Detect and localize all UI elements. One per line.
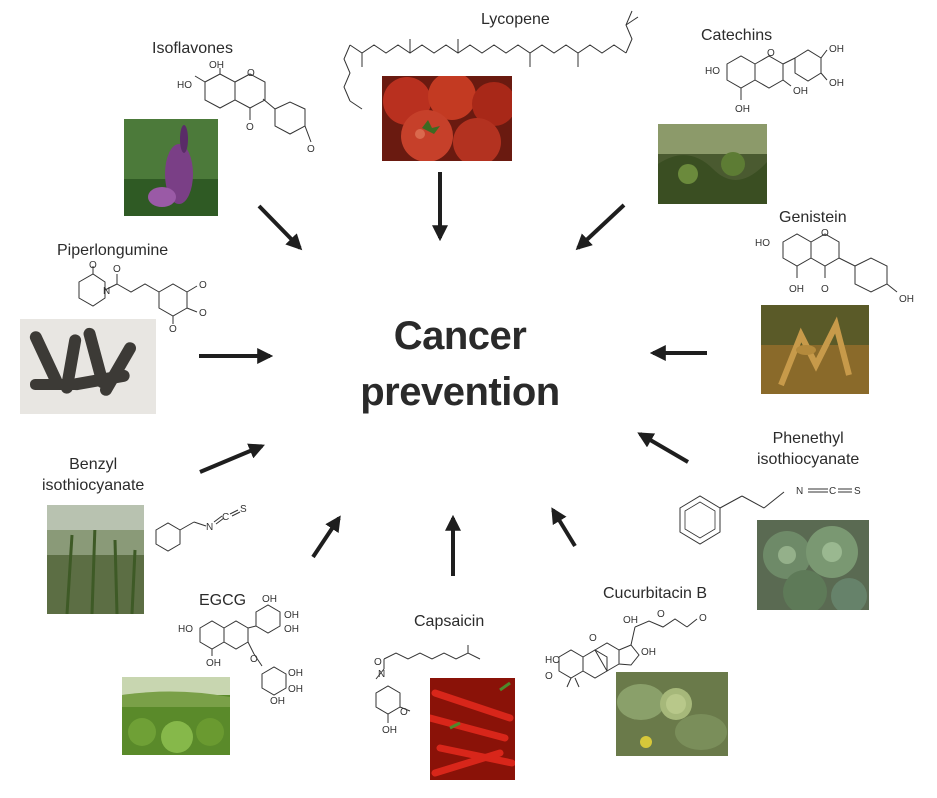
atom-o: O — [589, 633, 597, 644]
structure-catechins: HO OH OH OH OH O — [705, 44, 844, 115]
structure-isoflavones: OH HO O O O — [177, 60, 315, 155]
atom-n: N — [103, 286, 110, 297]
atom-oh: OH — [288, 684, 303, 695]
atom-oh: OH — [382, 725, 397, 736]
atom-o: O — [250, 654, 258, 665]
atom-n: N — [796, 486, 803, 497]
label-benzyl: Benzyl isothiocyanate — [42, 454, 144, 496]
atom-n: N — [206, 522, 213, 533]
atom-oh: OH — [288, 668, 303, 679]
label-phenethyl-line2: isothiocyanate — [757, 451, 860, 468]
atom-oh: OH — [735, 104, 750, 115]
atom-oh: OH — [789, 284, 804, 295]
atom-o: O — [246, 122, 254, 133]
atom-o: O — [89, 260, 97, 271]
label-catechins: Catechins — [701, 27, 773, 44]
atom-o: O — [169, 324, 177, 335]
label-cucurbitacin: Cucurbitacin B — [603, 585, 708, 602]
label-lycopene: Lycopene — [481, 11, 550, 28]
center-title-line1: Cancer — [393, 314, 527, 358]
arrow-phenethyl — [637, 432, 690, 464]
atom-oh: OH — [262, 594, 277, 605]
atom-och3: O — [400, 707, 408, 718]
atom-o: O — [821, 228, 829, 239]
atom-o: O — [699, 613, 707, 624]
arrow-catechins — [575, 203, 626, 251]
atom-oh: OH — [829, 78, 844, 89]
atom-c: C — [829, 486, 836, 497]
photo-isoflavones-plant — [124, 119, 218, 216]
structure-benzyl-isothiocyanate: N C S — [155, 504, 247, 552]
atom-ho: HO — [545, 655, 560, 666]
photo-tea-shrub — [658, 124, 767, 204]
photo-watercress-cabbage — [757, 520, 869, 610]
atom-o: O — [767, 48, 775, 59]
atom-oh: OH — [793, 86, 808, 97]
atom-c: C — [222, 512, 229, 523]
photo-tea-plantation — [122, 677, 230, 755]
photo-chili-peppers — [430, 678, 515, 780]
arrow-isoflavones — [257, 204, 303, 251]
atom-o: O — [247, 68, 255, 79]
label-genistein: Genistein — [779, 209, 847, 226]
atom-oh: OH — [270, 696, 285, 707]
structure-phenethyl-isothiocyanate: N C S — [679, 486, 861, 545]
atom-ho: HO — [755, 238, 770, 249]
label-benzyl-line1: Benzyl — [69, 456, 118, 473]
atom-o: O — [113, 264, 121, 275]
atom-o: O — [374, 657, 382, 668]
atom-oh: OH — [623, 615, 638, 626]
label-benzyl-line2: isothiocyanate — [42, 477, 145, 494]
arrow-cucurbitacin — [551, 507, 577, 548]
atom-o: O — [545, 671, 553, 682]
center-title: Cancer prevention — [330, 308, 590, 420]
atom-oh: OH — [641, 647, 656, 658]
atom-s: S — [854, 486, 861, 497]
atom-o: O — [199, 308, 207, 319]
structure-lycopene — [343, 10, 639, 110]
photo-genistein-plant — [761, 305, 869, 394]
label-phenethyl-line1: Phenethyl — [772, 430, 844, 447]
structure-capsaicin: O N O OH — [374, 645, 481, 736]
atom-ho: HO — [177, 80, 192, 91]
atom-o: O — [199, 280, 207, 291]
atom-s: S — [240, 504, 247, 515]
photo-tomatoes — [382, 76, 512, 161]
atom-oh: OH — [209, 60, 224, 71]
center-title-line2: prevention — [360, 370, 560, 414]
atom-oh: OH — [284, 624, 299, 635]
arrow-egcg — [311, 515, 341, 559]
photo-long-pepper — [20, 319, 156, 414]
label-piperlongumine: Piperlongumine — [57, 242, 169, 259]
atom-oh: OH — [206, 658, 221, 669]
atom-o: O — [657, 609, 665, 620]
atom-oh: OH — [829, 44, 844, 55]
atom-ho: HO — [178, 624, 193, 635]
photo-cucurbit-fruit — [616, 672, 728, 756]
atom-o: O — [307, 144, 315, 155]
structure-cucurbitacin-b: HO O O OH O O OH — [545, 609, 707, 688]
atom-n: N — [378, 669, 385, 680]
atom-oh: OH — [899, 294, 914, 305]
photo-benzyl-plant — [47, 505, 144, 614]
label-capsaicin: Capsaicin — [414, 613, 485, 630]
label-phenethyl: Phenethyl isothiocyanate — [757, 428, 859, 470]
arrow-benzyl — [199, 443, 265, 474]
structure-genistein: HO O OH O OH — [755, 228, 914, 305]
atom-o: O — [821, 284, 829, 295]
structure-egcg: HO OH OH OH OH O OH OH OH — [178, 594, 303, 707]
structure-piperlongumine: O N O O O O — [78, 260, 207, 335]
atom-oh: OH — [284, 610, 299, 621]
atom-ho: HO — [705, 66, 720, 77]
label-isoflavones: Isoflavones — [152, 40, 233, 57]
label-egcg: EGCG — [199, 592, 247, 609]
